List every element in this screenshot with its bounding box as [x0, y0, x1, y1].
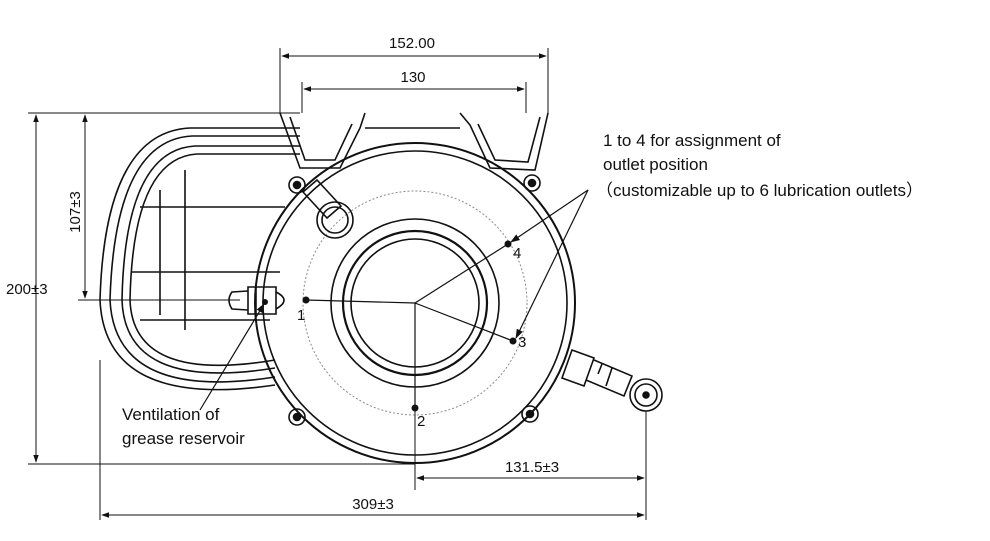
leader-lines	[199, 189, 589, 411]
assignment-note-line3: （customizable up to 6 lubrication outlet…	[596, 181, 923, 200]
position-label-2: 2	[417, 413, 425, 430]
dimension-lines	[28, 48, 647, 520]
assignment-note-line2: outlet position	[603, 155, 708, 174]
dimension-top-inner: 130	[400, 69, 425, 86]
outlet-fitting	[560, 348, 663, 412]
outlet-position-markers	[262, 240, 517, 412]
assignment-note-line1: 1 to 4 for assignment of	[603, 131, 781, 150]
position-label-1: 1	[297, 307, 305, 324]
position-label-4: 4	[513, 245, 521, 262]
position-label-3: 3	[518, 334, 526, 351]
fill-nipple	[301, 178, 354, 239]
ventilation-note-line2: grease reservoir	[122, 429, 245, 448]
ventilation-fitting	[228, 286, 285, 315]
center-lines	[305, 243, 514, 410]
dimension-left-inner: 107±3	[67, 191, 84, 233]
dimension-bottom-total: 309±3	[352, 496, 394, 513]
mounting-bracket	[279, 112, 549, 171]
mounting-bolt	[288, 174, 541, 426]
ventilation-note-line1: Ventilation of	[122, 405, 220, 424]
dimension-top-outer: 152.00	[389, 35, 435, 52]
dimension-left-outer: 200±3	[6, 281, 48, 298]
dimension-bottom-right: 131.5±3	[505, 459, 559, 476]
